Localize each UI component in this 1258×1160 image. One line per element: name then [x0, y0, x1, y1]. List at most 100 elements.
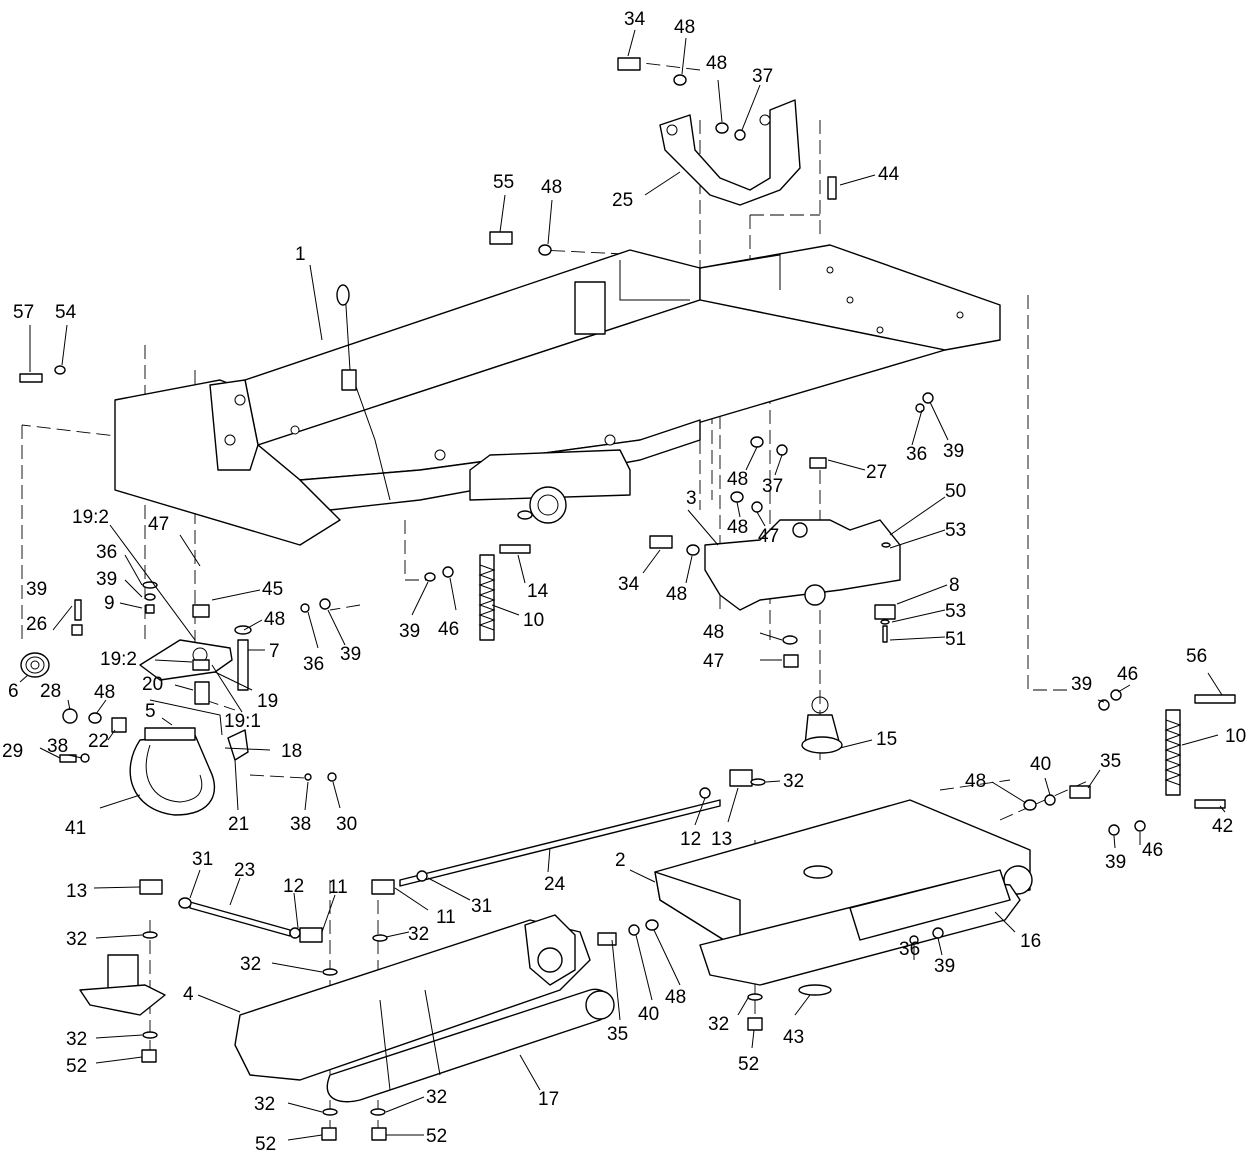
callout-52: 52: [426, 1126, 447, 1147]
callout-50: 50: [945, 481, 966, 502]
callout-29: 29: [2, 741, 23, 762]
callout-57: 57: [13, 302, 34, 323]
callout-17: 17: [538, 1089, 559, 1110]
callout-32: 32: [408, 924, 429, 945]
callout-19-2: 19:2: [100, 649, 137, 670]
post-bracket: [79, 654, 799, 1141]
tie-rods: [139, 769, 753, 943]
callout-36: 36: [96, 542, 117, 563]
callout-28: 28: [40, 681, 61, 702]
callout-15: 15: [876, 729, 897, 750]
callout-13: 13: [66, 881, 87, 902]
callout-35: 35: [607, 1024, 628, 1045]
spring-10-left: [478, 544, 531, 641]
callout-39: 39: [1071, 674, 1092, 695]
bracket-3: [704, 519, 901, 620]
callout-56: 56: [1186, 646, 1207, 667]
callout-48: 48: [727, 517, 748, 538]
callout-10: 10: [523, 610, 544, 631]
callout-48: 48: [264, 609, 285, 630]
callout-37: 37: [762, 476, 783, 497]
callout-8: 8: [949, 575, 960, 596]
callout-48: 48: [674, 17, 695, 38]
callout-31: 31: [471, 896, 492, 917]
callout-36: 36: [899, 939, 920, 960]
spring-6: [20, 652, 50, 678]
callout-35: 35: [1100, 751, 1121, 772]
callout-26: 26: [26, 614, 47, 635]
callout-48: 48: [666, 584, 687, 605]
callout-53: 53: [945, 601, 966, 622]
callout-39: 39: [26, 579, 47, 600]
callout-48: 48: [706, 53, 727, 74]
callout-32: 32: [66, 1029, 87, 1050]
callout-32: 32: [66, 929, 87, 950]
callout-40: 40: [638, 1004, 659, 1025]
bracket-25: [659, 99, 801, 206]
callout-39: 39: [340, 644, 361, 665]
callout-47: 47: [758, 526, 779, 547]
roller-frame-2: [654, 799, 1033, 996]
callout-13: 13: [711, 829, 732, 850]
callout-30: 30: [336, 814, 357, 835]
callout-16: 16: [1020, 931, 1041, 952]
callout-31: 31: [192, 849, 213, 870]
callout-39: 39: [934, 956, 955, 977]
callout-32: 32: [708, 1014, 729, 1035]
callout-39: 39: [399, 621, 420, 642]
callout-53: 53: [945, 520, 966, 541]
callout-45: 45: [262, 579, 283, 600]
callout-25: 25: [612, 190, 633, 211]
callout-48: 48: [665, 987, 686, 1008]
callout-52: 52: [738, 1054, 759, 1075]
callout-9: 9: [104, 593, 115, 614]
callout-10: 10: [1225, 726, 1246, 747]
callout-41: 41: [65, 818, 86, 839]
callout-2: 2: [615, 850, 626, 871]
callout-38: 38: [47, 736, 68, 757]
callout-36: 36: [906, 444, 927, 465]
callout-46: 46: [1117, 664, 1138, 685]
callout-14: 14: [527, 581, 549, 602]
callout-24: 24: [544, 874, 566, 895]
callout-7: 7: [269, 641, 280, 662]
callout-48: 48: [541, 177, 562, 198]
callout-21: 21: [228, 814, 249, 835]
callout-48: 48: [703, 622, 724, 643]
callout-32: 32: [783, 771, 804, 792]
pivot-15: [801, 457, 843, 754]
callout-20: 20: [142, 674, 163, 695]
callout-34: 34: [618, 574, 640, 595]
callout-23: 23: [234, 860, 255, 881]
callout-39: 39: [1105, 852, 1126, 873]
callout-3: 3: [686, 488, 697, 509]
main-frame: [114, 244, 1001, 546]
callout-46: 46: [438, 619, 459, 640]
callout-labels: 34 48 48 37 25 55 48 44 1 57 54 36 39 48…: [2, 9, 1246, 1155]
callout-54: 54: [55, 302, 77, 323]
roller-assembly-4: [234, 914, 615, 1103]
callout-48: 48: [94, 682, 115, 703]
callout-52: 52: [66, 1056, 87, 1077]
callout-43: 43: [783, 1027, 804, 1048]
callout-46: 46: [1142, 840, 1163, 861]
callout-4: 4: [183, 984, 194, 1005]
callout-6: 6: [8, 681, 19, 702]
guard-41: [59, 699, 337, 816]
callout-27: 27: [866, 462, 887, 483]
callout-39: 39: [96, 569, 117, 590]
callout-44: 44: [878, 164, 900, 185]
callout-32: 32: [254, 1094, 275, 1115]
callout-19-1: 19:1: [224, 711, 261, 732]
callout-47: 47: [703, 651, 724, 672]
leader-lines: [19, 29, 1226, 1141]
callout-11: 11: [436, 907, 456, 928]
callout-5: 5: [145, 701, 156, 722]
callout-18: 18: [281, 741, 302, 762]
callout-11: 11: [328, 877, 348, 898]
callout-12: 12: [283, 876, 304, 897]
callout-22: 22: [88, 731, 109, 752]
callout-40: 40: [1030, 754, 1051, 775]
